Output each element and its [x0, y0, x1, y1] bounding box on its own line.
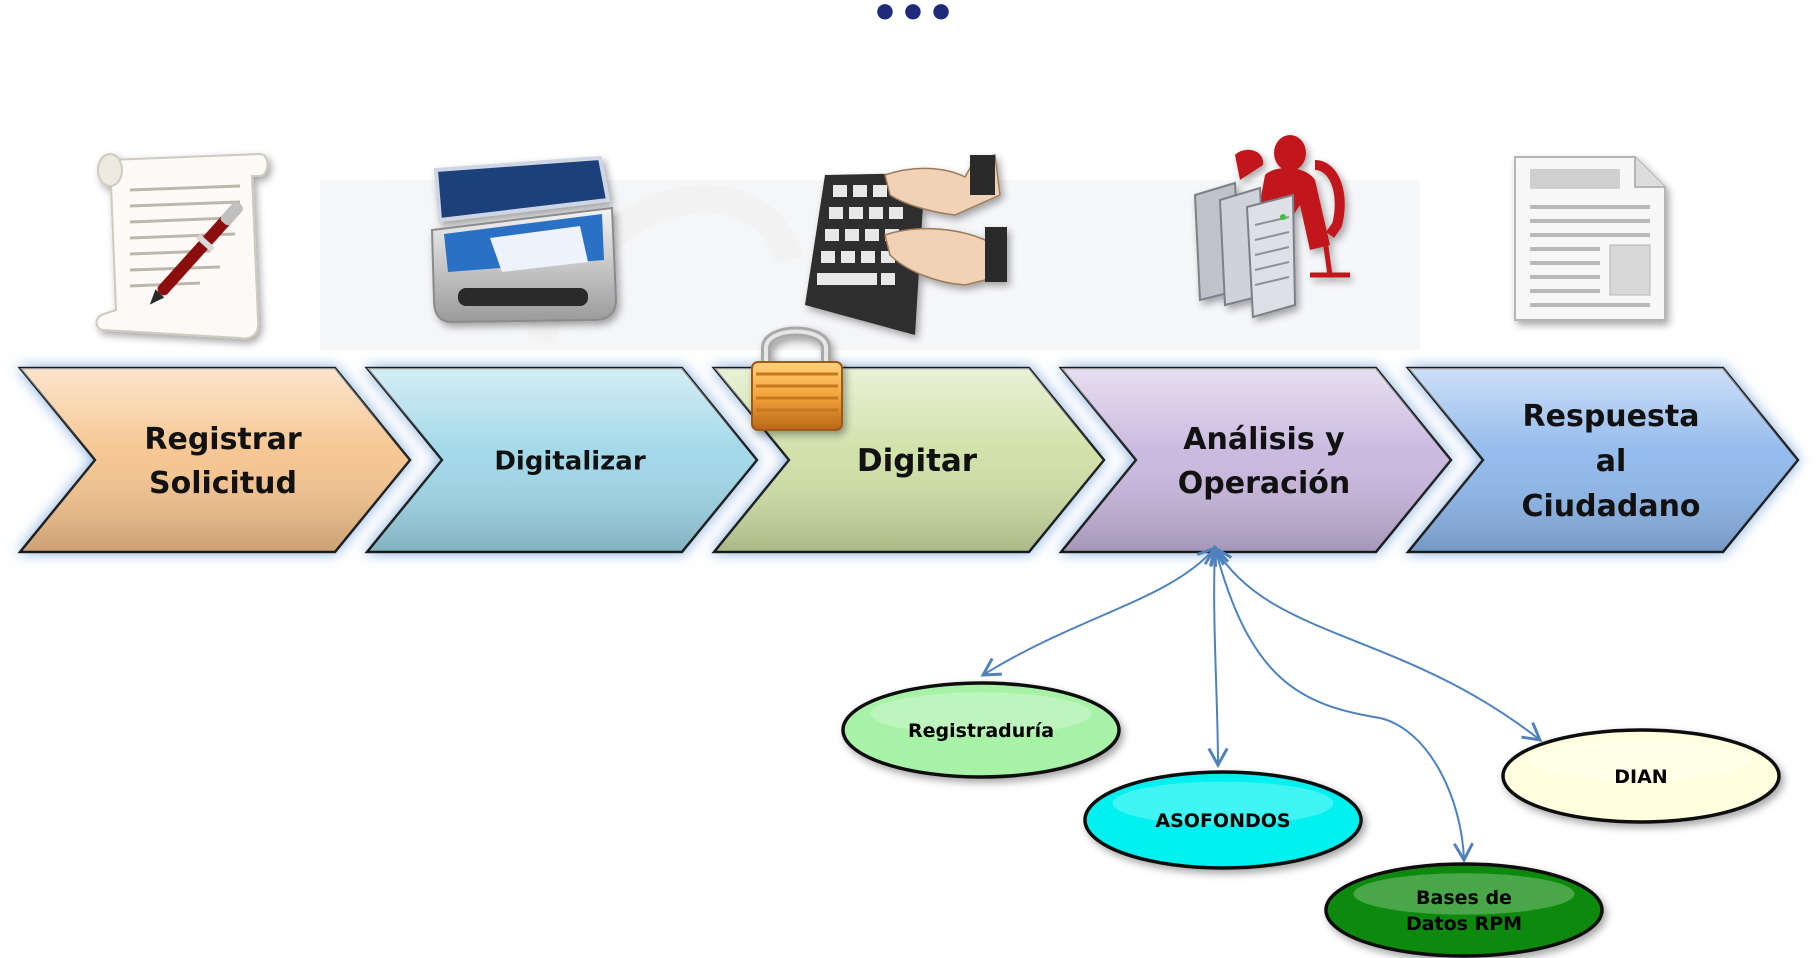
step-label: Ciudadano [1521, 489, 1700, 524]
entity-highlight [1112, 781, 1334, 825]
connector-dian [1213, 545, 1543, 742]
entity-label: DIAN [1614, 766, 1667, 788]
document-icon [1514, 156, 1666, 321]
entity-highlight [870, 692, 1092, 735]
scroll-pen-icon [95, 152, 269, 340]
entity-ellipse [841, 681, 1121, 779]
step-bevel [1061, 368, 1451, 552]
connector-asofondos [1203, 544, 1229, 769]
step-label: Digitar [857, 443, 978, 479]
step-bevel [20, 368, 410, 552]
entity-ellipse [1324, 862, 1604, 958]
entity-bases: Bases de Datos RPM [1324, 862, 1604, 958]
entity-label: Datos RPM [1406, 913, 1522, 935]
servers-operator-icon [1193, 135, 1350, 319]
step-label: al [1596, 444, 1627, 479]
step-icons [95, 135, 1666, 340]
entity-ellipse [1083, 770, 1363, 870]
step-digitalizar: Digitalizar [364, 366, 759, 554]
step-label: Digitalizar [494, 446, 645, 476]
entity-label: Bases de [1416, 887, 1512, 909]
keyboard-typing-icon [805, 154, 1007, 335]
top-indicator: ••• [871, 0, 955, 39]
entity-highlight [1530, 739, 1752, 781]
step-label: Análisis y [1183, 422, 1345, 457]
step-label: Respuesta [1523, 399, 1700, 434]
step-label: Operación [1178, 466, 1350, 501]
entity-label: ASOFONDOS [1155, 810, 1290, 832]
step-label: Registrar [144, 422, 301, 457]
entity-asofondos: ASOFONDOS [1083, 770, 1363, 870]
step-analisis: Análisis y Operación [1058, 366, 1453, 554]
connector-registraduria [980, 545, 1217, 677]
step-bevel [367, 368, 757, 552]
padlock-icon [751, 326, 843, 431]
scanner-icon [430, 155, 618, 324]
entity-label: Registraduría [908, 720, 1054, 742]
entity-dian: DIAN [1501, 728, 1781, 824]
entity-registraduria: Registraduría [841, 681, 1121, 779]
step-bevel [1408, 368, 1798, 552]
entity-ellipse [1501, 728, 1781, 824]
step-label: Solicitud [149, 466, 297, 501]
connector-arrows [980, 544, 1543, 864]
entity-highlight [1353, 873, 1575, 915]
